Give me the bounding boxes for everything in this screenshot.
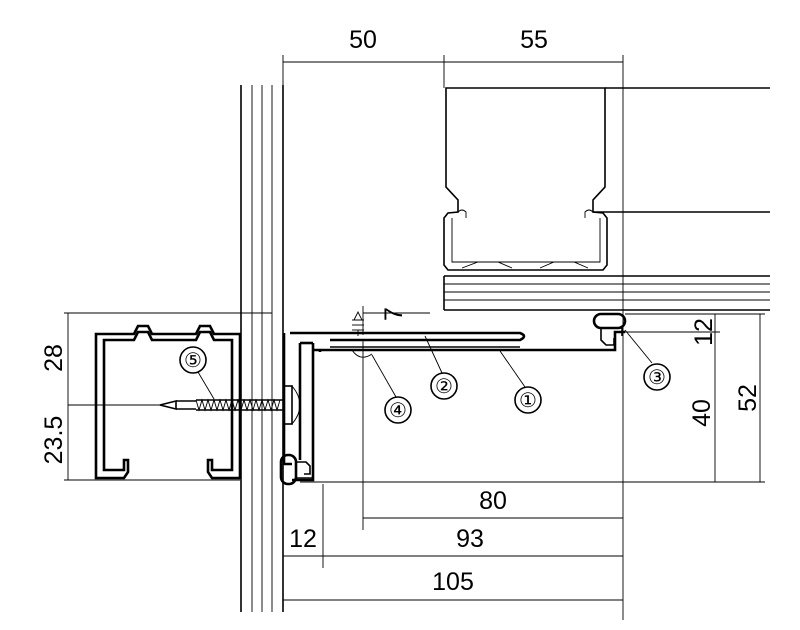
sill-strips: [443, 275, 770, 311]
callout-3: ③: [624, 329, 671, 391]
callout-1-label: ①: [519, 390, 537, 412]
callout-3-label: ③: [648, 367, 666, 389]
dim-23-5: 23.5: [40, 416, 68, 465]
callout-4: ④: [351, 349, 412, 424]
dim-52: 52: [734, 384, 762, 412]
c-stud-section: [94, 324, 242, 480]
dim-55: 55: [520, 26, 548, 54]
wall-section: [240, 85, 284, 612]
dim-7: 7: [380, 307, 408, 321]
dim-50: 50: [349, 26, 377, 54]
trim-profile: [282, 330, 625, 482]
upper-panel-block: [443, 87, 770, 271]
callout-5: ⑤: [179, 346, 215, 400]
dim-80: 80: [479, 487, 507, 515]
dim-40: 40: [688, 399, 716, 427]
dim-93: 93: [456, 525, 484, 553]
callout-4-label: ④: [389, 400, 407, 422]
upper-gasket: [592, 312, 627, 346]
lower-gasket: [279, 453, 313, 486]
dim-12-right: 12: [690, 318, 718, 346]
callout-5-label: ⑤: [184, 350, 202, 372]
dim-28: 28: [40, 344, 68, 372]
callout-2-label: ②: [435, 376, 453, 398]
dim-12-bottom: 12: [289, 525, 317, 553]
dim-105: 105: [432, 568, 474, 596]
callout-2: ②: [424, 335, 458, 400]
callout-1: ①: [499, 350, 542, 414]
dimension-labels: 50 55 7 12 40 52 28 23.5 80 93 12 105: [40, 26, 762, 596]
dimension-lines: [64, 55, 765, 620]
self-drilling-screw: [159, 385, 301, 425]
fastener-mark: [352, 310, 364, 336]
